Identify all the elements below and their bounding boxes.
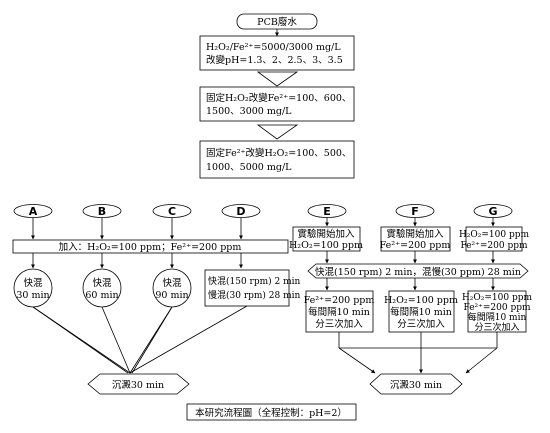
label-circle-e bbox=[307, 204, 347, 218]
dose-box-f bbox=[388, 290, 455, 333]
add-box-g bbox=[465, 226, 523, 252]
left-dose-text: 加入：H₂O₂=100 ppm；Fe²⁺=200 ppm bbox=[59, 242, 242, 253]
condition-box-h2o2 bbox=[199, 140, 355, 179]
add-e-line1: 實驗開始加入 bbox=[297, 228, 355, 240]
mix-a-line2: 30 min bbox=[16, 290, 49, 301]
right-mix-bar bbox=[307, 263, 529, 279]
left-settle-text: 沉澱30 min bbox=[112, 379, 164, 391]
dose-e-line3: 分三次加入 bbox=[315, 318, 363, 330]
mix-c-line1: 快混 bbox=[162, 277, 182, 289]
label-circle-d bbox=[221, 204, 261, 218]
mix-a-line1: 快混 bbox=[23, 277, 43, 289]
left-dose-bar bbox=[12, 239, 289, 254]
cond-ratio: H₂O₂/Fe²⁺=5000/3000 mg/L bbox=[206, 42, 341, 53]
condition-box-ph bbox=[199, 35, 355, 71]
mix-b-line1: 快混 bbox=[92, 277, 112, 289]
dose-g-line3: 每間隔10 min bbox=[468, 311, 527, 323]
dose-g-line2: Fe²⁺=200 ppm bbox=[463, 303, 531, 313]
step-h2o2-line1: 固定Fe²⁺改變H₂O₂=100、500、 bbox=[206, 147, 351, 159]
label-circle-f bbox=[395, 204, 435, 218]
step-fe-line2: 1500、3000 mg/L bbox=[206, 106, 292, 117]
dose-g-line1: H₂O₂=100 ppm bbox=[462, 293, 533, 303]
label-circle-g bbox=[473, 204, 513, 218]
condition-box-fe bbox=[199, 86, 355, 122]
label-circle-b bbox=[82, 204, 122, 218]
add-g-line1: H₂O₂=100 ppm bbox=[459, 230, 530, 240]
right-settle-hexagon bbox=[369, 373, 463, 395]
right-mix-text: 快混(150 rpm) 2 min，混慢(30 ppm) 28 min bbox=[315, 266, 521, 278]
label-circle-c bbox=[152, 204, 192, 218]
dose-g-line4: 分三次加入 bbox=[474, 321, 519, 333]
mix-d-line2: 慢混(30 rpm) 28 min bbox=[208, 289, 301, 301]
label-d: D bbox=[236, 205, 245, 218]
add-e-line2: H₂O₂=100 ppm bbox=[289, 240, 363, 251]
dose-f-line2: 每間隔10 min bbox=[390, 306, 452, 318]
add-box-f bbox=[380, 226, 451, 252]
down-arrow-1 bbox=[256, 71, 299, 87]
add-f-line2: Fe²⁺=200 ppm bbox=[380, 240, 451, 251]
dose-e-line1: Fe²⁺=200 ppm bbox=[304, 295, 375, 306]
step-fe-line1: 固定H₂O₂改變Fe²⁺=100、600、 bbox=[206, 92, 351, 104]
left-settle-hexagon bbox=[87, 373, 190, 395]
cond-ph: 改變pH=1.3、2、2.5、3、3.5 bbox=[206, 54, 343, 66]
label-a: A bbox=[29, 205, 38, 218]
add-box-e bbox=[292, 226, 361, 252]
mix-b-line2: 60 min bbox=[85, 290, 118, 301]
label-circle-a bbox=[13, 204, 53, 218]
mix-d-line1: 快混(150 rpm) 2 min bbox=[208, 275, 301, 287]
add-f-line1: 實驗開始加入 bbox=[386, 228, 444, 240]
caption-text: 本研究流程圖（全程控制：pH=2） bbox=[195, 407, 347, 419]
step-h2o2-line2: 1000、5000 mg/L bbox=[206, 162, 292, 173]
right-settle-text: 沉澱30 min bbox=[390, 379, 442, 391]
label-b: B bbox=[98, 205, 106, 218]
label-c: C bbox=[168, 205, 176, 218]
dose-e-line2: 每間隔10 min bbox=[308, 306, 370, 318]
caption-box bbox=[186, 403, 357, 421]
dose-f-line3: 分三次加入 bbox=[397, 318, 445, 330]
down-arrow-2 bbox=[256, 124, 299, 140]
dose-box-e bbox=[305, 290, 374, 333]
mix-c-line2: 90 min bbox=[155, 290, 188, 301]
dose-f-line1: H₂O₂=100 ppm bbox=[384, 295, 458, 306]
add-g-line2: Fe²⁺=200 ppm bbox=[460, 241, 528, 251]
label-e: E bbox=[323, 205, 331, 218]
label-f: F bbox=[411, 205, 419, 218]
label-g: G bbox=[488, 205, 497, 218]
source-label: PCB廢水 bbox=[257, 16, 297, 28]
